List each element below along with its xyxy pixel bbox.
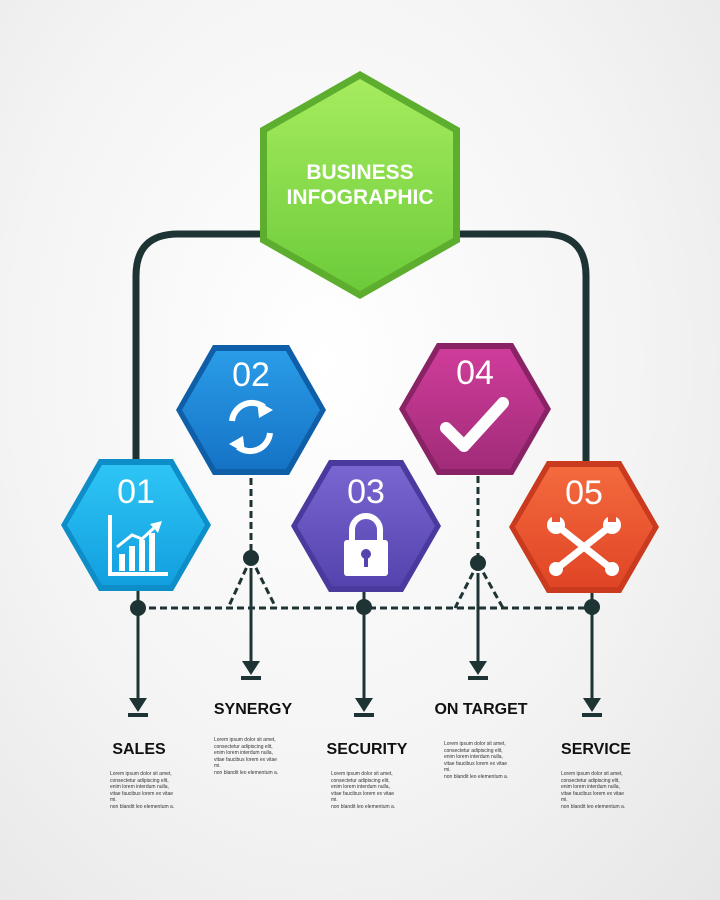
step-number: 03 — [347, 473, 385, 511]
title-connectors — [132, 230, 590, 466]
arrow-heads — [128, 661, 602, 717]
junction-dots — [130, 550, 600, 616]
step-number: 04 — [456, 354, 494, 392]
step-label-security: SECURITY — [326, 741, 408, 758]
step-description: Lorem ipsum dolor sit amet,consectetur a… — [561, 771, 626, 810]
step-hexagon-04: 04 — [399, 343, 551, 475]
step-label-service: SERVICE — [561, 741, 631, 758]
padlock-icon — [344, 513, 388, 576]
step-description: Lorem ipsum dolor sit amet,consectetur a… — [444, 741, 509, 780]
arrow-down-icon — [583, 698, 601, 712]
arrow-down-icon — [469, 661, 487, 675]
step-number: 05 — [565, 474, 603, 512]
step-number: 02 — [232, 356, 270, 394]
step-label-synergy: SYNERGY — [213, 701, 293, 718]
step-description: Lorem ipsum dolor sit amet,consectetur a… — [331, 771, 396, 810]
step-hexagon-01: 01 — [61, 459, 211, 591]
arrow-down-icon — [242, 661, 260, 675]
tools-icon — [547, 514, 621, 576]
step-hexagon-05: 05 — [509, 461, 659, 593]
right-connector-line — [454, 230, 590, 466]
title-line1: BUSINESS — [306, 161, 413, 184]
left-connector-line — [132, 230, 266, 466]
step-hexagon-02: 02 — [176, 345, 326, 475]
refresh-arrowhead-icon — [229, 436, 245, 453]
step-hexagon-03: 03 — [291, 460, 441, 592]
step-description: Lorem ipsum dolor sit amet,consectetur a… — [214, 737, 279, 776]
refresh-arrowhead-icon — [257, 401, 273, 418]
bar-chart-icon — [108, 515, 168, 576]
step-label-sales: SALES — [112, 741, 166, 758]
arrow-down-icon — [129, 698, 147, 712]
step-number: 01 — [117, 473, 155, 511]
title-hexagon: BUSINESS INFOGRAPHIC — [260, 71, 460, 299]
title-line2: INFOGRAPHIC — [287, 186, 434, 209]
checkmark-icon — [440, 397, 509, 452]
arrow-down-icon — [355, 698, 373, 712]
step-label-on-target: ON TARGET — [434, 701, 528, 718]
step-description: Lorem ipsum dolor sit amet,consectetur a… — [110, 771, 175, 810]
